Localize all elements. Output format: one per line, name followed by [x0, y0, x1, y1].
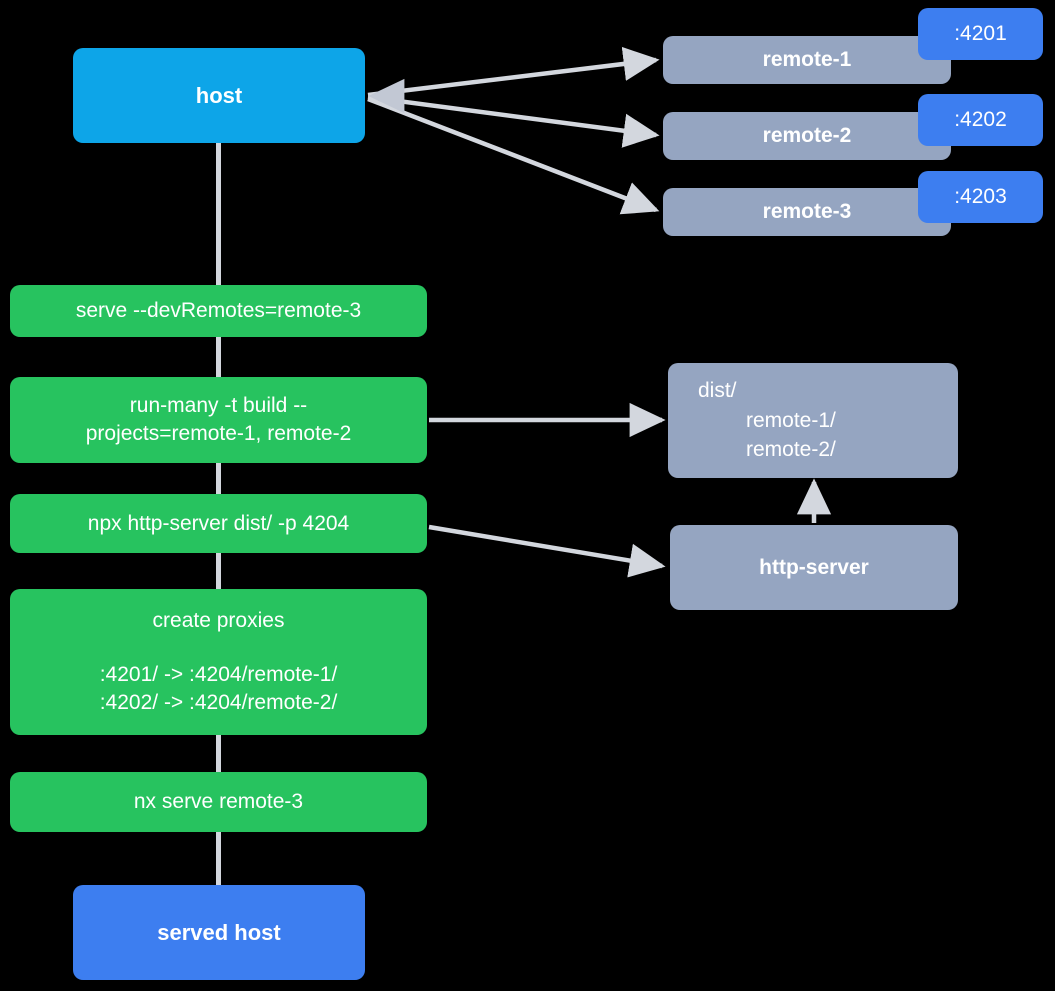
connector-host-to-serve [216, 143, 221, 285]
node-remote-3-label: remote-3 [762, 200, 852, 224]
node-remote-2-label: remote-2 [762, 124, 852, 148]
node-remote-1-label: remote-1 [762, 48, 852, 72]
dist-child-remote-2: remote-2/ [746, 438, 836, 462]
edge-host-to-remote-3 [367, 96, 660, 215]
command-create-proxies-line-2: :4202/ -> :4204/remote-2/ [99, 690, 338, 714]
node-remote-3[interactable]: remote-3 [663, 188, 951, 236]
node-host[interactable]: host [73, 48, 365, 143]
dist-root-label: dist/ [698, 378, 737, 402]
command-run-many-line-2: projects=remote-1, remote-2 [85, 422, 352, 445]
node-http-server[interactable]: http-server [670, 525, 958, 610]
connector-nxserve-to-servedhost [216, 832, 221, 885]
connector-npx-to-proxies [216, 553, 221, 589]
port-badge-remote-2-label: :4202 [954, 108, 1007, 131]
node-remote-1[interactable]: remote-1 [663, 36, 951, 84]
connector-serve-to-runmany [216, 337, 221, 377]
node-command-nx-serve-remote-3[interactable]: nx serve remote-3 [10, 772, 427, 832]
node-command-create-proxies[interactable]: create proxies :4201/ -> :4204/remote-1/… [10, 589, 427, 735]
node-served-host[interactable]: served host [73, 885, 365, 980]
edge-host-to-remote-2 [367, 94, 660, 148]
command-npx-line-1: npx http-server dist/ -p 4204 [87, 511, 350, 535]
dist-child-remote-1: remote-1/ [746, 408, 836, 432]
port-badge-remote-1-label: :4201 [954, 22, 1007, 45]
command-create-proxies-title: create proxies [152, 609, 285, 633]
edge-npx-to-httpserver [428, 524, 666, 578]
port-badge-remote-1: :4201 [918, 8, 1043, 60]
port-badge-remote-3: :4203 [918, 171, 1043, 223]
connector-runmany-to-npx [216, 463, 221, 494]
node-command-run-many[interactable]: run-many -t build -- projects=remote-1, … [10, 377, 427, 463]
node-served-host-label: served host [157, 919, 281, 945]
node-http-server-label: http-server [759, 555, 869, 579]
edge-host-to-remote-1 [367, 46, 660, 98]
command-create-proxies-line-1: :4201/ -> :4204/remote-1/ [99, 663, 338, 687]
node-host-label: host [195, 82, 243, 108]
node-remote-2[interactable]: remote-2 [663, 112, 951, 160]
node-command-npx-http-server[interactable]: npx http-server dist/ -p 4204 [10, 494, 427, 553]
node-dist-folder[interactable]: dist/ remote-1/ remote-2/ [668, 363, 958, 478]
port-badge-remote-2: :4202 [918, 94, 1043, 146]
command-serve-line-1: serve --devRemotes=remote-3 [75, 299, 362, 323]
command-nx-serve-line-1: nx serve remote-3 [133, 790, 304, 814]
node-command-serve[interactable]: serve --devRemotes=remote-3 [10, 285, 427, 337]
command-run-many-line-1: run-many -t build -- [129, 394, 308, 418]
port-badge-remote-3-label: :4203 [954, 185, 1007, 208]
connector-proxies-to-nxserve [216, 735, 221, 772]
